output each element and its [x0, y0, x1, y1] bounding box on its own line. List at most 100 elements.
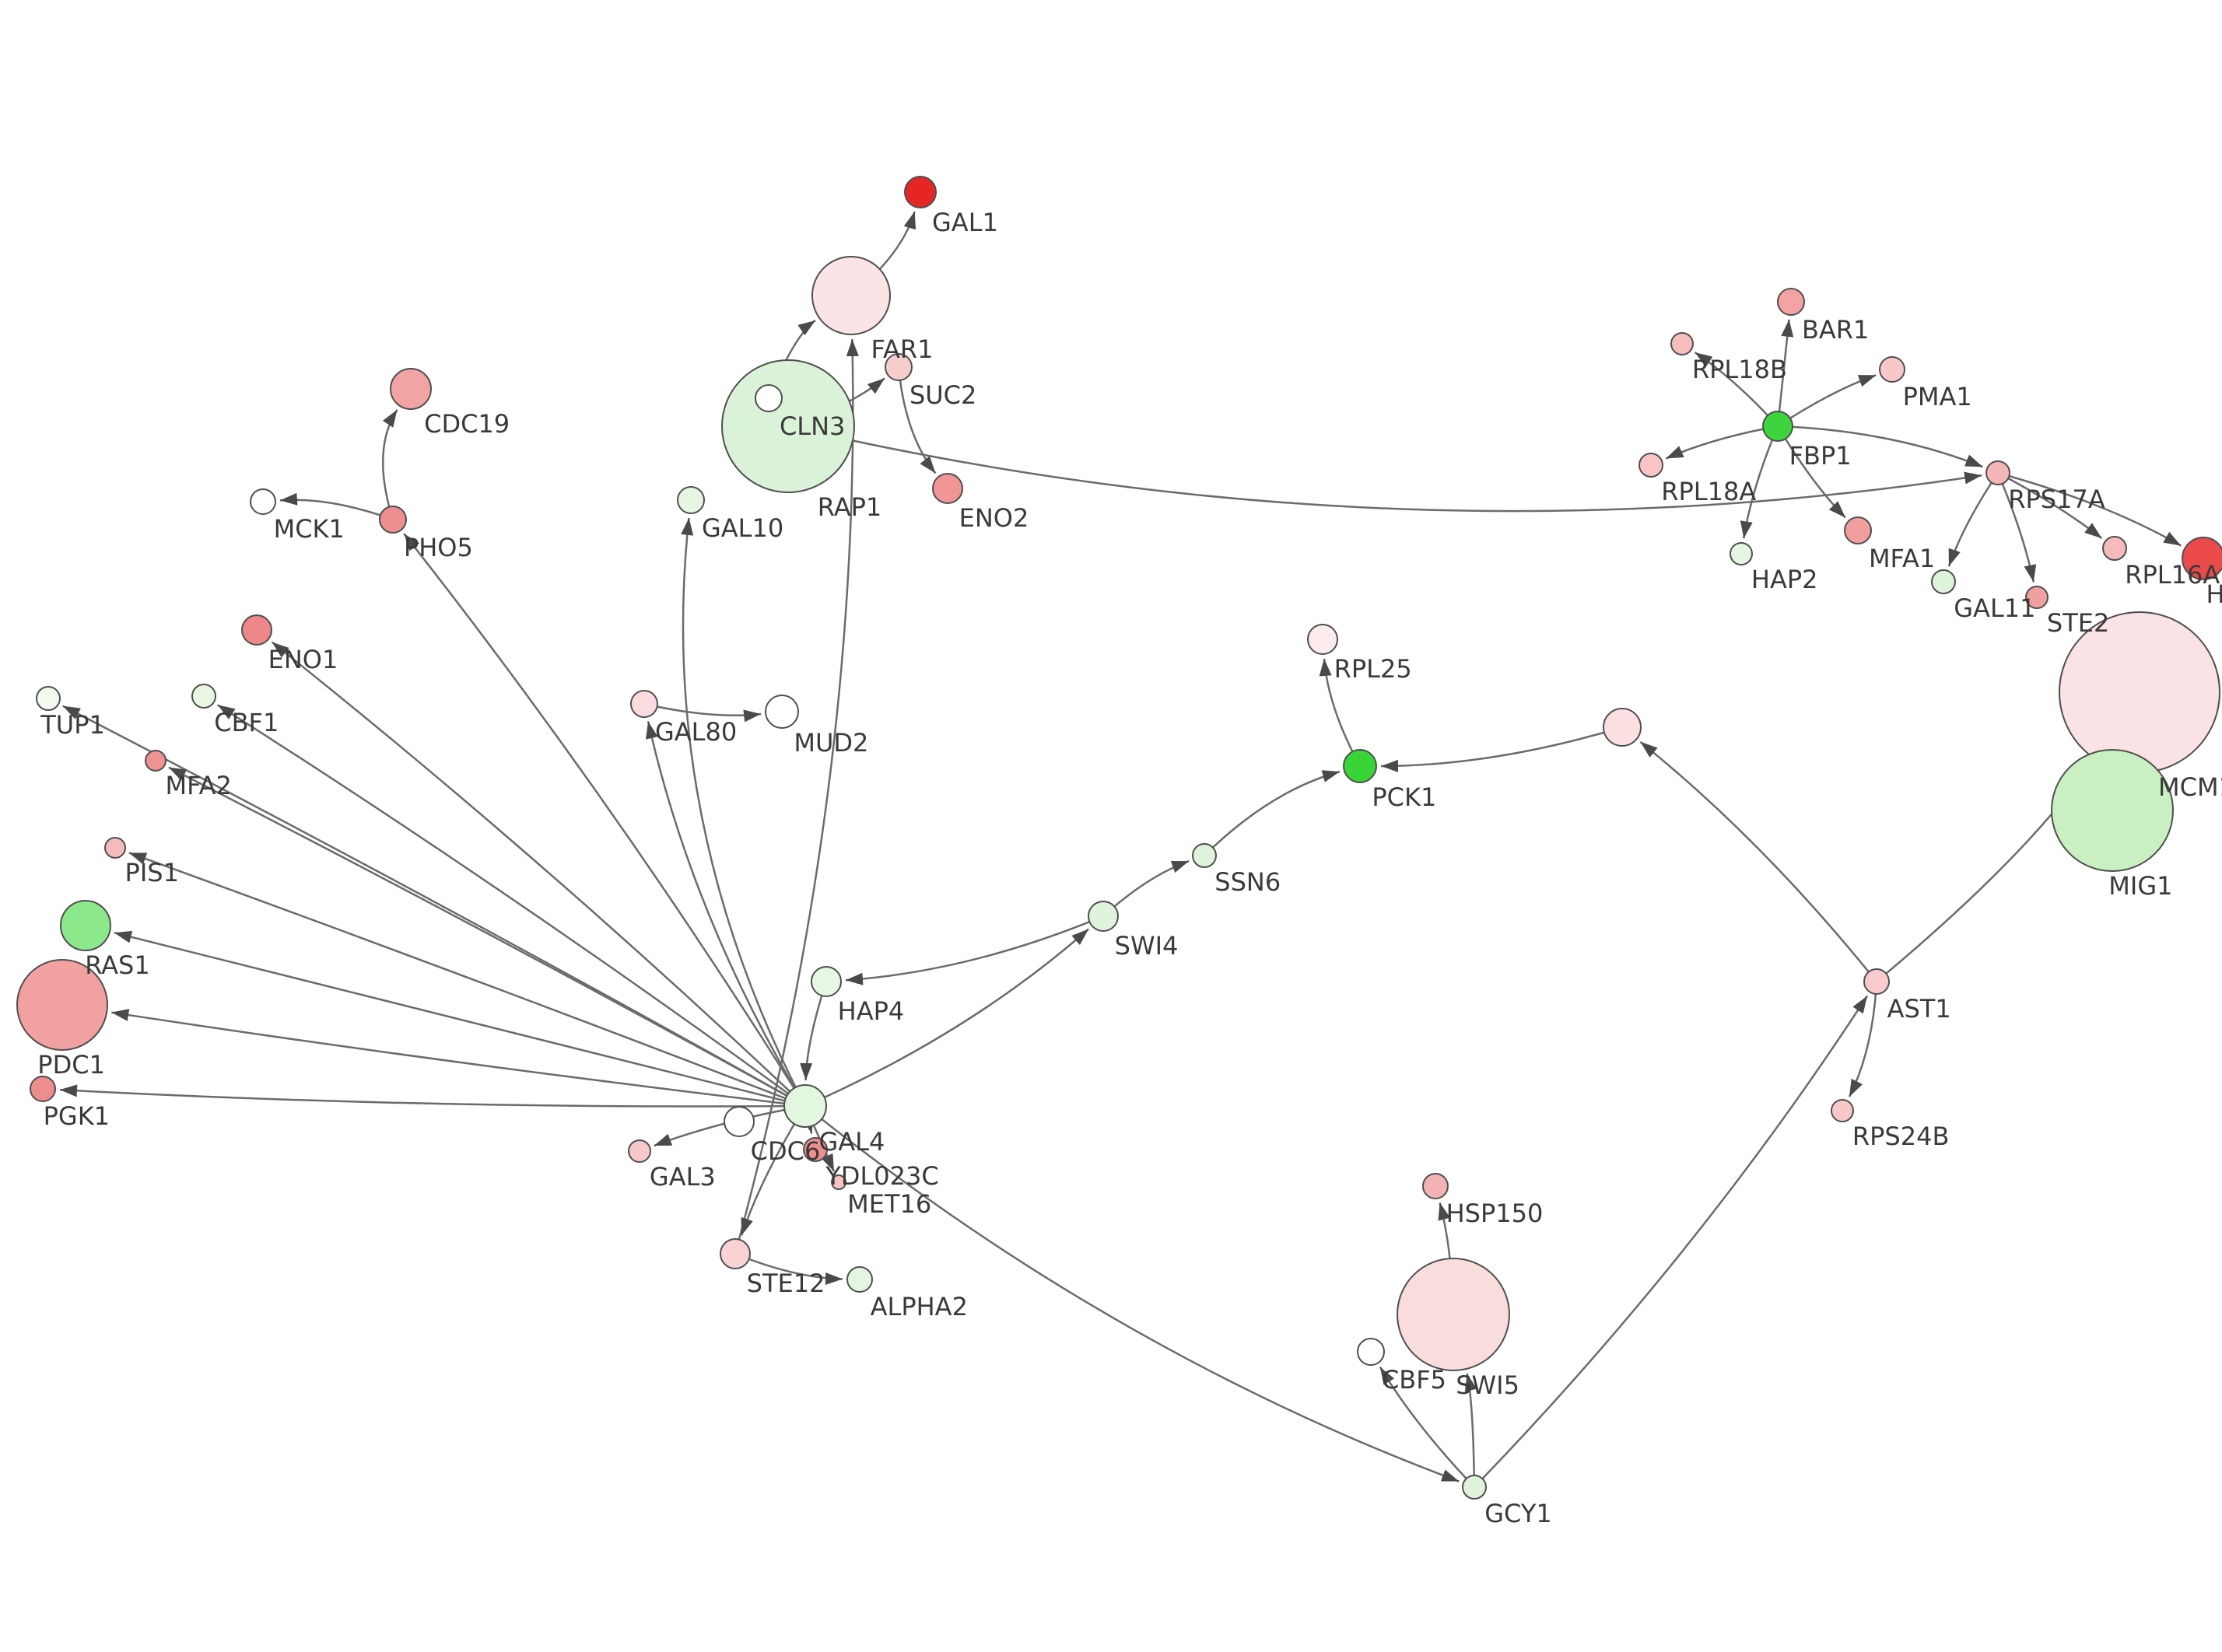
node-swi5[interactable]: [1397, 1258, 1510, 1371]
node-cbf1[interactable]: [191, 684, 216, 709]
node-ste2[interactable]: [2025, 586, 2049, 609]
node-pis1[interactable]: [104, 837, 126, 859]
edge-gal4-pis1[interactable]: [128, 852, 806, 1108]
node-cdc19[interactable]: [390, 368, 432, 410]
node-mfa2[interactable]: [145, 750, 166, 772]
edge-unlabeled1-pck1[interactable]: [1380, 726, 1623, 772]
node-gcy1[interactable]: [1462, 1475, 1487, 1500]
node-label-ste2: STE2: [2047, 608, 2109, 638]
node-label-pma1: PMA1: [1903, 382, 1972, 411]
node-pdc1[interactable]: [16, 959, 108, 1051]
edge-ssn6-pck1[interactable]: [1204, 770, 1341, 856]
node-eno2[interactable]: [932, 473, 963, 504]
node-gal1[interactable]: [904, 176, 937, 208]
node-bar1[interactable]: [1777, 288, 1805, 316]
edge-rps17a-rpl16a[interactable]: [1997, 471, 2103, 540]
edge-gcy1-ast1[interactable]: [1474, 995, 1869, 1488]
node-unlabeled1[interactable]: [1603, 708, 1642, 747]
node-ras1[interactable]: [60, 900, 111, 951]
node-pgk1[interactable]: [30, 1076, 56, 1102]
node-label-pis1: PIS1: [125, 858, 179, 887]
node-pho5[interactable]: [379, 506, 407, 534]
node-met16[interactable]: [831, 1174, 846, 1190]
edge-gal4-pho5[interactable]: [403, 533, 807, 1107]
node-gal11[interactable]: [1931, 569, 1956, 594]
node-alpha2[interactable]: [846, 1266, 873, 1293]
node-eno1[interactable]: [241, 614, 272, 646]
node-label-swi4: SWI4: [1115, 931, 1179, 961]
node-tup1[interactable]: [36, 686, 61, 711]
node-rps24b[interactable]: [1831, 1099, 1854, 1122]
node-ast1[interactable]: [1863, 968, 1890, 995]
edge-gal4-mfa2[interactable]: [168, 766, 806, 1108]
edge-ste12-far1[interactable]: [734, 338, 859, 1255]
node-rpl25[interactable]: [1307, 624, 1338, 655]
edge-gal4-pdc1[interactable]: [111, 1009, 806, 1108]
edge-pho5-mck1[interactable]: [279, 492, 394, 521]
node-rps17a[interactable]: [1985, 460, 2010, 485]
node-suc2[interactable]: [885, 353, 913, 381]
edge-gcy1-swi5[interactable]: [1464, 1373, 1477, 1488]
node-ste12[interactable]: [720, 1238, 751, 1269]
node-mfa1[interactable]: [1844, 516, 1872, 544]
edge-gal4-gal80[interactable]: [646, 721, 807, 1107]
edge-gal4-eno1[interactable]: [271, 641, 806, 1107]
edge-rap1-rps17a[interactable]: [787, 425, 1982, 513]
node-gal10[interactable]: [677, 486, 705, 514]
node-hsp150[interactable]: [1422, 1173, 1449, 1199]
node-rap1[interactable]: [721, 359, 855, 493]
node-mig1[interactable]: [2051, 749, 2174, 872]
node-mud2[interactable]: [765, 695, 799, 729]
node-hap2[interactable]: [1730, 542, 1753, 565]
node-cln3[interactable]: [755, 384, 783, 412]
edge-gal4-cbf1[interactable]: [217, 704, 806, 1108]
edge-rps17a-his4[interactable]: [1997, 471, 2182, 547]
node-swi4[interactable]: [1088, 901, 1119, 932]
node-hap4[interactable]: [811, 966, 842, 997]
node-mck1[interactable]: [250, 488, 276, 515]
node-label-cbf5: CBF5: [1382, 1365, 1446, 1395]
node-label-fbp1: FBP1: [1789, 441, 1852, 471]
node-rpl16a[interactable]: [2102, 536, 2127, 561]
node-label-ste12: STE12: [747, 1269, 825, 1298]
edge-pho5-cdc19[interactable]: [381, 409, 398, 520]
node-ydl023c[interactable]: [803, 1137, 828, 1162]
node-gal3[interactable]: [628, 1139, 651, 1163]
node-rpl18b[interactable]: [1670, 332, 1694, 355]
node-his4[interactable]: [2182, 537, 2222, 580]
edge-gal4-swi4[interactable]: [804, 928, 1090, 1108]
edge-ast1-rps24b[interactable]: [1848, 981, 1878, 1097]
node-ssn6[interactable]: [1192, 843, 1217, 868]
node-pma1[interactable]: [1879, 356, 1905, 383]
edge-gal80-mud2[interactable]: [643, 702, 762, 723]
edge-rps17a-gal11[interactable]: [1947, 472, 1999, 567]
edge-gal4-pgk1[interactable]: [59, 1084, 806, 1108]
edge-fbp1-rps17a[interactable]: [1777, 425, 1983, 468]
edge-ast1-unlabeled1[interactable]: [1639, 740, 1877, 982]
edge-rps17a-ste2[interactable]: [1996, 472, 2037, 583]
node-label-ydl023c: YDL023C: [825, 1161, 938, 1191]
node-gal80[interactable]: [630, 690, 658, 718]
edge-fbp1-rpl18a[interactable]: [1665, 425, 1779, 460]
node-cdc6[interactable]: [724, 1106, 755, 1137]
node-rpl18a[interactable]: [1638, 453, 1663, 478]
node-label-far1: FAR1: [871, 334, 934, 364]
edge-gcy1-cbf5[interactable]: [1379, 1367, 1475, 1488]
node-fbp1[interactable]: [1762, 411, 1793, 442]
edge-fbp1-mfa1[interactable]: [1776, 425, 1846, 519]
node-pck1[interactable]: [1343, 749, 1377, 783]
edge-suc2-eno2[interactable]: [897, 366, 937, 474]
node-gal4[interactable]: [783, 1084, 827, 1128]
node-label-met16: MET16: [847, 1189, 931, 1219]
node-far1[interactable]: [811, 256, 891, 335]
edge-gal4-gcy1[interactable]: [804, 1105, 1460, 1482]
edge-swi4-hap4[interactable]: [845, 915, 1104, 985]
node-label-ssn6: SSN6: [1214, 867, 1281, 897]
node-cbf5[interactable]: [1357, 1338, 1385, 1366]
node-label-rps17a: RPS17A: [2008, 485, 2105, 514]
node-label-mud2: MUD2: [794, 728, 868, 758]
edge-fbp1-pma1[interactable]: [1777, 374, 1877, 428]
edge-gal4-ras1[interactable]: [114, 930, 806, 1108]
node-label-gal4: GAL4: [818, 1127, 885, 1157]
edge-gal4-gal10[interactable]: [681, 517, 807, 1107]
